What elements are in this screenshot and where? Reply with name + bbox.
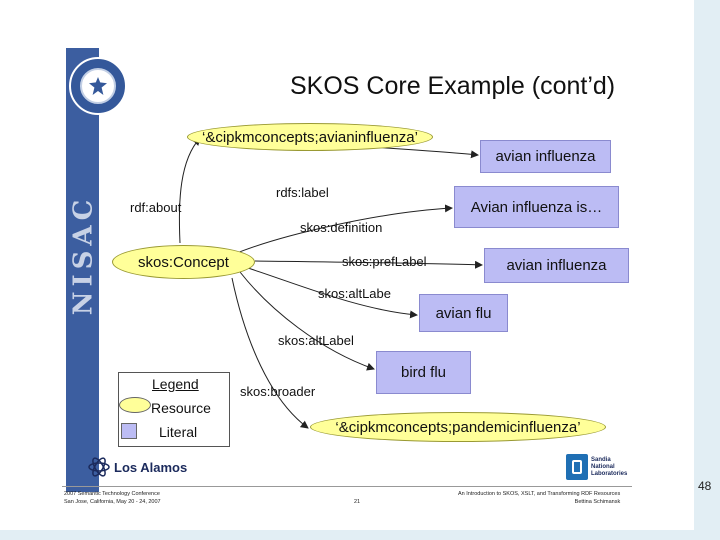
footer-center-page: 21 xyxy=(354,499,361,505)
edge-label-skos-definition: skos:definition xyxy=(300,220,383,235)
altlabel-literal-node-avian-flu: avian flu xyxy=(419,294,508,332)
right-background-strip xyxy=(694,0,720,540)
legend-literal-swatch xyxy=(121,423,137,439)
edge-label-skos-preflabel: skos:prefLabel xyxy=(342,254,427,269)
preflabel-literal-node: avian influenza xyxy=(484,248,629,283)
edge-label-rdf-about: rdf:about xyxy=(130,200,182,215)
slide-title: SKOS Core Example (cont’d) xyxy=(290,72,616,100)
subject-resource-node: ‘&cipkmconcepts;avianinfluenza’ xyxy=(187,123,433,151)
edge-skos-definition xyxy=(231,204,453,256)
rdfs-label-literal-node: avian influenza xyxy=(480,140,611,173)
dhs-seal-icon xyxy=(69,57,127,115)
sandia-logo: Sandia National Laboratories xyxy=(566,454,627,480)
legend-resource-swatch xyxy=(119,397,151,413)
sandia-text: Sandia National Laboratories xyxy=(591,456,628,477)
legend-resource-label: Resource xyxy=(151,400,211,416)
broader-resource-node: ‘&cipkmconcepts;pandemicinfluenza’ xyxy=(310,412,606,442)
page-number: 48 xyxy=(698,479,712,493)
altlabel-literal-node-bird-flu: bird flu xyxy=(376,351,471,394)
los-alamos-atom-icon xyxy=(88,457,110,477)
edge-skos-altlabe xyxy=(247,267,418,319)
bottom-background-strip xyxy=(0,530,720,540)
footer-left: 2007 Semantic Technology Conference San … xyxy=(64,491,161,505)
sandia-thunderbird-icon xyxy=(566,454,588,480)
edge-label-skos-altlabel: skos:altLabel xyxy=(278,333,354,348)
edge-label-rdfs-label: rdfs:label xyxy=(276,185,329,200)
edge-skos-altlabel xyxy=(239,271,375,371)
edge-label-skos-broader: skos:broader xyxy=(240,384,316,399)
edge-rdf-about xyxy=(178,137,201,244)
footer-divider xyxy=(62,486,632,487)
edge-label-skos-altlabe: skos:altLabe xyxy=(318,286,391,301)
legend-box: Legend Resource Literal xyxy=(118,372,230,447)
slide-sidebar xyxy=(66,48,99,492)
skos-concept-node: skos:Concept xyxy=(112,245,255,279)
footer-right: An Introduction to SKOS, XSLT, and Trans… xyxy=(458,491,621,505)
legend-title: Legend xyxy=(152,376,199,392)
los-alamos-logo: Los Alamos xyxy=(88,455,187,479)
los-alamos-text: Los Alamos xyxy=(114,459,188,475)
legend-literal-label: Literal xyxy=(159,424,198,440)
edge-skos-broader xyxy=(231,277,309,429)
definition-literal-node: Avian influenza is… xyxy=(454,186,619,228)
edge-skos-preflabel xyxy=(254,260,483,269)
